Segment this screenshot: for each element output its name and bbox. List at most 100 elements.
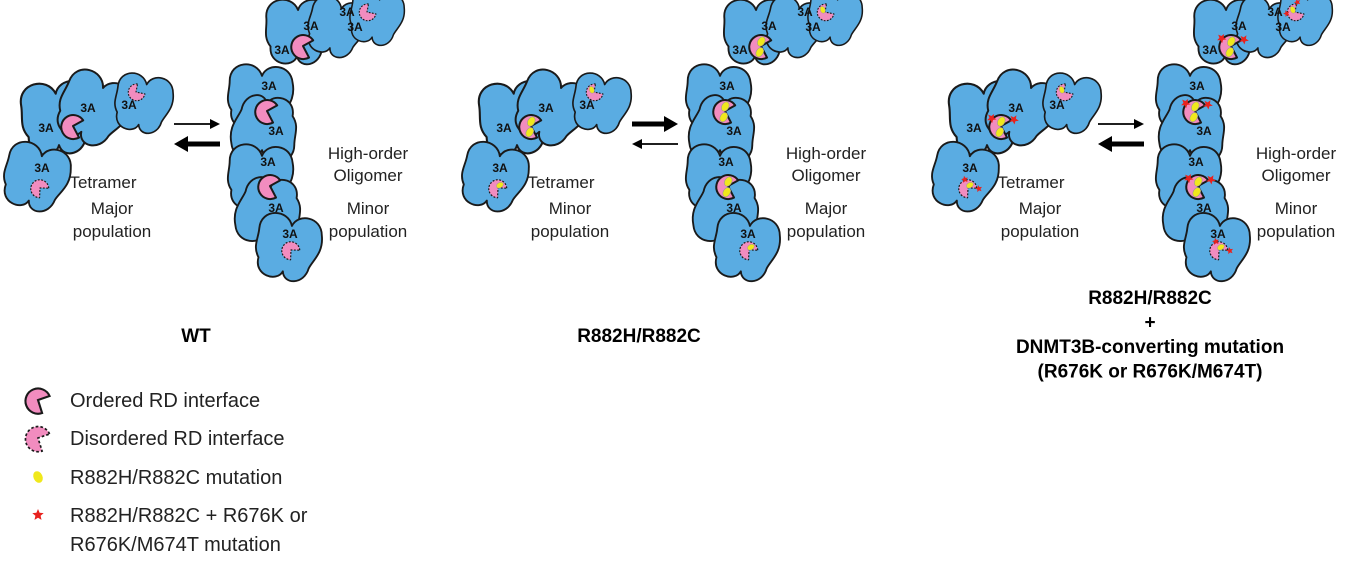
mutation-dot	[995, 127, 1004, 138]
monomer-label: 3A	[797, 5, 813, 19]
mutation-dot	[997, 116, 1006, 127]
monomer-label: 3A	[718, 155, 734, 169]
converting-mutation-star	[1217, 33, 1227, 44]
mutation-dot	[757, 36, 766, 47]
converting-mutation-star	[1239, 35, 1249, 45]
monomer-label: 3A	[966, 121, 982, 135]
monomer-label: 3A	[38, 121, 54, 135]
mutation-dot	[496, 182, 504, 189]
oligomer-label-line2: Oligomer	[792, 166, 861, 185]
monomer-label: 3A	[261, 79, 277, 93]
monomer-label: 3A	[34, 161, 50, 175]
disordered-rd-interface	[735, 237, 762, 263]
panel-title-line-2: +	[1144, 313, 1155, 334]
converting-mutation-star	[1184, 173, 1194, 184]
mutation-dot	[1058, 86, 1065, 94]
tetramer-population-level: Major	[91, 199, 134, 218]
ordered-rd-interface	[710, 169, 745, 204]
monomer-label: 3A	[1196, 201, 1212, 215]
legend-text-line-2: R676K/M674T mutation	[70, 534, 281, 556]
legend-text-line-1: Ordered RD interface	[70, 390, 260, 412]
converting-mutation-star	[975, 185, 983, 193]
disordered-rd-interface	[954, 175, 983, 201]
monomer-label: 3A	[719, 79, 735, 93]
tetramer-population-level: Minor	[549, 199, 592, 218]
ordered-rd-interface	[513, 109, 548, 144]
monomer-label: 3A	[1008, 101, 1024, 115]
monomer-label: 3A	[274, 43, 290, 57]
monomer-label: 3A	[962, 161, 978, 175]
mutation-dot	[966, 182, 974, 189]
disordered-rd-interface	[1053, 81, 1075, 104]
converting-mutation-star	[987, 113, 997, 124]
oligomer-label-line1: High-order	[1256, 144, 1337, 163]
converting-mutation-star	[1009, 115, 1019, 125]
mutation-dot	[724, 176, 733, 187]
converting-mutation-star	[1203, 100, 1213, 110]
mutation-dot	[525, 127, 534, 138]
mutation-dot	[1227, 36, 1236, 47]
legend-text-line-1: Disordered RD interface	[70, 428, 285, 450]
oligomer-label-line2: Oligomer	[334, 166, 403, 185]
converting-mutation-star	[32, 509, 44, 520]
mutation-dot	[721, 101, 730, 112]
disordered-rd-interface	[1205, 237, 1234, 263]
tetramer-label: Tetramer	[527, 173, 594, 192]
monomer-label: 3A	[1275, 20, 1291, 34]
monomer-label: 3A	[732, 43, 748, 57]
mutation-dot	[1194, 176, 1203, 187]
mutation-dot	[819, 6, 826, 14]
monomer-label: 3A	[282, 227, 298, 241]
monomer-label: 3A	[1202, 43, 1218, 57]
disordered-rd-interface	[814, 1, 836, 24]
legend-item-2: Disordered RD interface	[19, 420, 285, 457]
oligomer-population-level: Minor	[1275, 199, 1318, 218]
converting-mutation-star	[1226, 247, 1234, 255]
legend-item-3: R882H/R882C mutation	[33, 467, 282, 489]
monomer-label: 3A	[726, 124, 742, 138]
monomer-label: 3A	[1267, 5, 1283, 19]
mutation-dot	[1225, 47, 1234, 58]
oligomer-label-line2: Oligomer	[1262, 166, 1331, 185]
oligomer-population-word: population	[329, 222, 407, 241]
disordered-rd-interface	[583, 81, 605, 104]
panel-title-line-1: R882H/R882C	[1088, 288, 1212, 309]
disordered-rd-icon	[19, 420, 56, 457]
monomer-label: 3A	[1049, 98, 1065, 112]
mutation-dot	[588, 86, 595, 94]
monomer-label: 3A	[347, 20, 363, 34]
mutation-dot	[1191, 101, 1200, 112]
tetramer-population-word: population	[531, 222, 609, 241]
tetramer-population-word: population	[73, 222, 151, 241]
converting-mutation-star	[1293, 0, 1301, 6]
monomer-label: 3A	[579, 98, 595, 112]
monomer-label: 3A	[121, 98, 137, 112]
monomer-label: 3A	[1188, 155, 1204, 169]
monomer-label: 3A	[1231, 19, 1247, 33]
monomer-label: 3A	[303, 19, 319, 33]
oligomer-population-word: population	[1257, 222, 1335, 241]
mutation-dot	[1289, 6, 1296, 14]
panel-title-line-3: DNMT3B-converting mutation	[1016, 337, 1284, 358]
mutation-dot	[719, 112, 728, 123]
monomer-label: 3A	[1196, 124, 1212, 138]
mutation-dot	[527, 116, 536, 127]
mutation-dot	[1192, 187, 1201, 198]
monomer-label: 3A	[268, 201, 284, 215]
oligomer-population-level: Minor	[347, 199, 390, 218]
converting-mutation-star	[1212, 237, 1220, 245]
monomer-label: 3A	[492, 161, 508, 175]
monomer-label: 3A	[740, 227, 756, 241]
oligomer-population-level: Major	[805, 199, 848, 218]
equilibrium-arrows	[632, 116, 678, 149]
